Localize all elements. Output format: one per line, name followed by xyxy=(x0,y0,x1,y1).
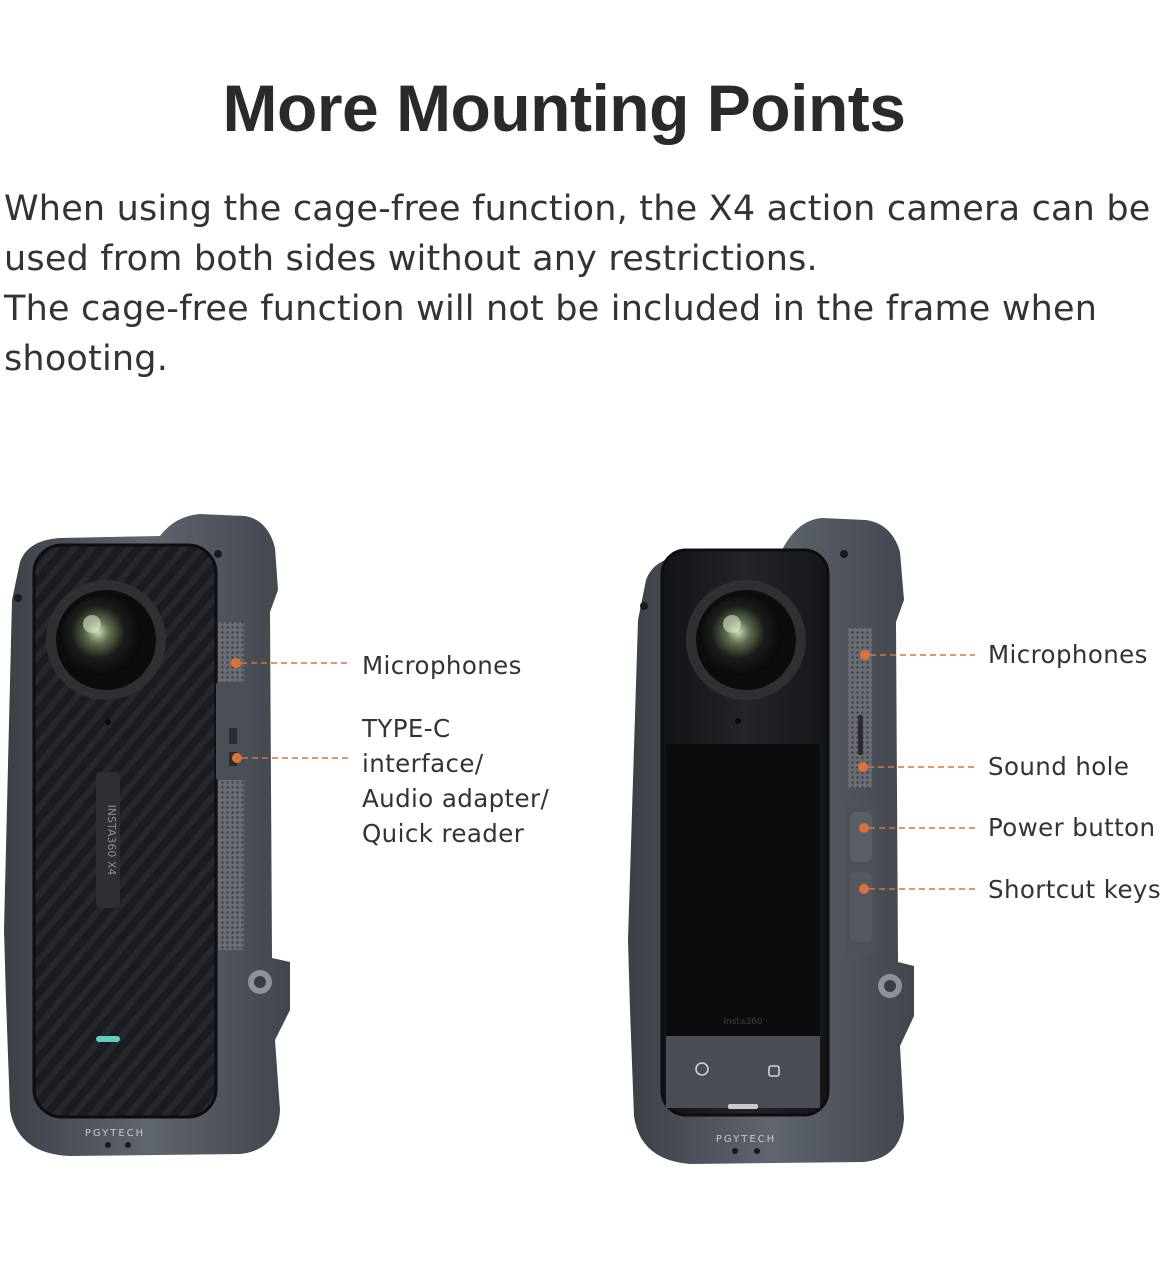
right-button-home xyxy=(695,1062,709,1076)
right-callout-dot-sound-hole xyxy=(858,762,868,772)
left-callout-dot-microphones xyxy=(231,658,241,668)
right-callout-dot-power xyxy=(859,823,869,833)
right-lens xyxy=(702,596,782,676)
left-label-microphones: Microphones xyxy=(362,651,522,680)
left-label-typec-line-1: TYPE-C xyxy=(362,714,451,743)
right-label-sound-hole: Sound hole xyxy=(988,752,1130,781)
right-label-power-button: Power button xyxy=(988,813,1156,842)
left-side-text: INSTA360 X4 xyxy=(105,805,118,876)
page-title: More Mounting Points xyxy=(222,71,906,145)
right-camera: Insta360 PGYTECH xyxy=(628,518,975,1164)
left-label-typec-line-2: interface/ xyxy=(362,749,484,778)
left-label-plate xyxy=(96,772,120,908)
left-brand-text: PGYTECH xyxy=(85,1128,145,1139)
left-grille xyxy=(218,622,244,950)
right-touchscreen xyxy=(666,744,820,1036)
right-screen-text: Insta360 xyxy=(723,1017,763,1027)
right-label-shortcut-keys: Shortcut keys xyxy=(988,875,1161,904)
right-button-switch xyxy=(768,1065,780,1077)
right-label-microphones: Microphones xyxy=(988,640,1148,669)
left-label-typec-line-3: Audio adapter/ xyxy=(362,784,550,813)
left-label-typec-line-4: Quick reader xyxy=(362,819,525,848)
description-line-1: When using the cage-free function, the X… xyxy=(4,189,1151,279)
right-callout-dot-microphones xyxy=(860,650,870,660)
right-button-panel xyxy=(666,1036,820,1108)
left-status-led xyxy=(96,1036,120,1042)
left-callout-dot-typec xyxy=(232,753,242,763)
description: When using the cage-free function, the X… xyxy=(4,184,1164,384)
left-label-typec: TYPE-C interface/ Audio adapter/ Quick r… xyxy=(362,711,549,851)
left-lens xyxy=(62,596,142,676)
right-brand-text: PGYTECH xyxy=(716,1134,776,1145)
right-callout-dot-shortcut xyxy=(859,884,869,894)
left-camera: INSTA360 X4 PGYTECH xyxy=(4,514,350,1156)
description-line-2: The cage-free function will not be inclu… xyxy=(4,289,1098,379)
